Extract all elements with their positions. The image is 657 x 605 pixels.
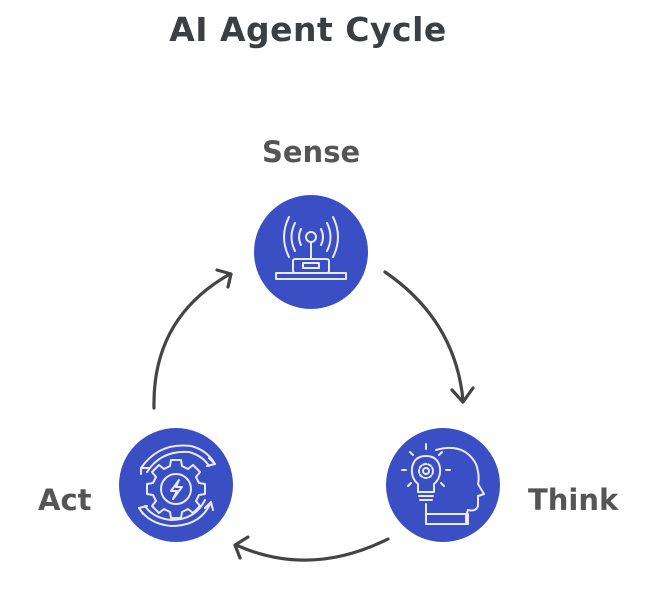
arrow-think-to-act (233, 535, 390, 562)
node-act (119, 428, 233, 542)
lightbulb-head-icon (401, 443, 485, 525)
antenna-signal-icon (275, 216, 347, 280)
node-think (386, 428, 500, 542)
label-think: Think (528, 483, 619, 517)
arrow-sense-to-think (383, 270, 475, 404)
arrow-act-to-sense (152, 268, 233, 410)
gear-cycle-lightning-icon (138, 444, 216, 527)
node-sense (254, 195, 368, 309)
label-act: Act (38, 483, 92, 517)
diagram-title: AI Agent Cycle (169, 10, 447, 49)
label-sense: Sense (262, 135, 361, 169)
